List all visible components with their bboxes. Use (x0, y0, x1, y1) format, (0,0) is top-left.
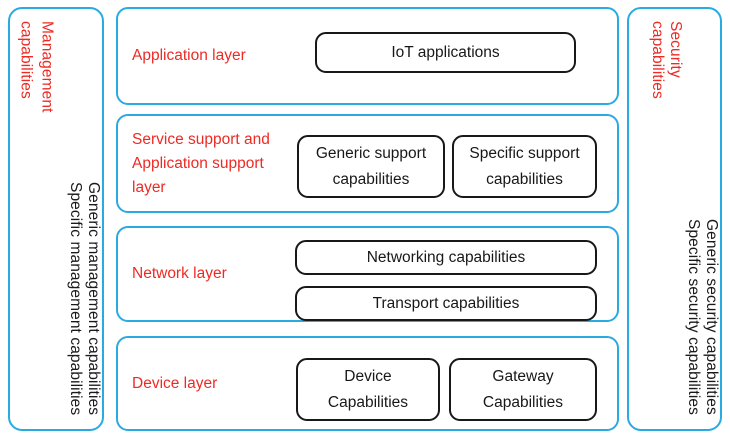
security-specific-label: Specific security capabilities (685, 219, 702, 415)
transport-capabilities-label: Transport capabilities (372, 294, 520, 312)
service-support-layer-label-line3: layer (132, 179, 166, 197)
iot-applications-label: IoT applications (391, 43, 500, 61)
security-generic-label: Generic security capabilities (703, 219, 720, 415)
generic-support-capabilities-label-line2: capabilities (332, 170, 410, 188)
networking-capabilities-box: Networking capabilities (295, 240, 597, 275)
management-panel-title-line1: Management (38, 21, 56, 113)
management-panel-text-stack: Generic management capabilities Specific… (10, 9, 103, 429)
generic-support-capabilities-box: Generic support capabilities (297, 135, 445, 198)
layer-stack: Application layer IoT applications Servi… (116, 7, 619, 431)
gateway-capabilities-label-line2: Capabilities (482, 393, 564, 411)
management-specific-label: Specific management capabilities (67, 181, 84, 415)
network-layer: Network layer Networking capabilities Tr… (116, 226, 619, 322)
application-layer: Application layer IoT applications (116, 7, 619, 105)
network-layer-label: Network layer (132, 264, 227, 282)
specific-support-capabilities-label-line1: Specific support (469, 144, 580, 162)
device-capabilities-box: Device Capabilities (296, 358, 440, 421)
gateway-capabilities-label-line1: Gateway (492, 367, 554, 385)
gateway-capabilities-box: Gateway Capabilities (449, 358, 597, 421)
service-support-layer-label: Service support and Application support … (132, 128, 300, 200)
generic-support-capabilities-label-line1: Generic support (315, 144, 427, 162)
specific-support-capabilities-label-line2: capabilities (486, 170, 563, 188)
device-layer-label: Device layer (132, 374, 218, 392)
specific-support-capabilities-box: Specific support capabilities (452, 135, 597, 198)
security-panel-title-line2: capabilities (649, 21, 666, 99)
service-support-layer: Service support and Application support … (116, 114, 619, 213)
security-panel-title-line1: Security (667, 21, 684, 78)
security-panel-text-stack: Generic security capabilities Specific s… (629, 9, 720, 429)
application-layer-label: Application layer (132, 46, 246, 64)
service-support-layer-label-line2: Application support (132, 155, 264, 173)
device-capabilities-label-line2: Capabilities (327, 393, 409, 411)
security-capabilities-panel: Generic security capabilities Specific s… (627, 7, 722, 431)
device-layer: Device layer Device Capabilities Gateway… (116, 336, 619, 431)
service-support-layer-label-line1: Service support and (132, 131, 270, 148)
management-panel-title-line2: capabilities (17, 21, 35, 99)
management-generic-label: Generic management capabilities (85, 181, 102, 415)
iot-applications-box: IoT applications (315, 32, 576, 73)
management-capabilities-panel: Generic management capabilities Specific… (8, 7, 104, 431)
networking-capabilities-label: Networking capabilities (366, 248, 526, 266)
device-capabilities-label-line1: Device (344, 367, 392, 385)
transport-capabilities-box: Transport capabilities (295, 286, 597, 321)
